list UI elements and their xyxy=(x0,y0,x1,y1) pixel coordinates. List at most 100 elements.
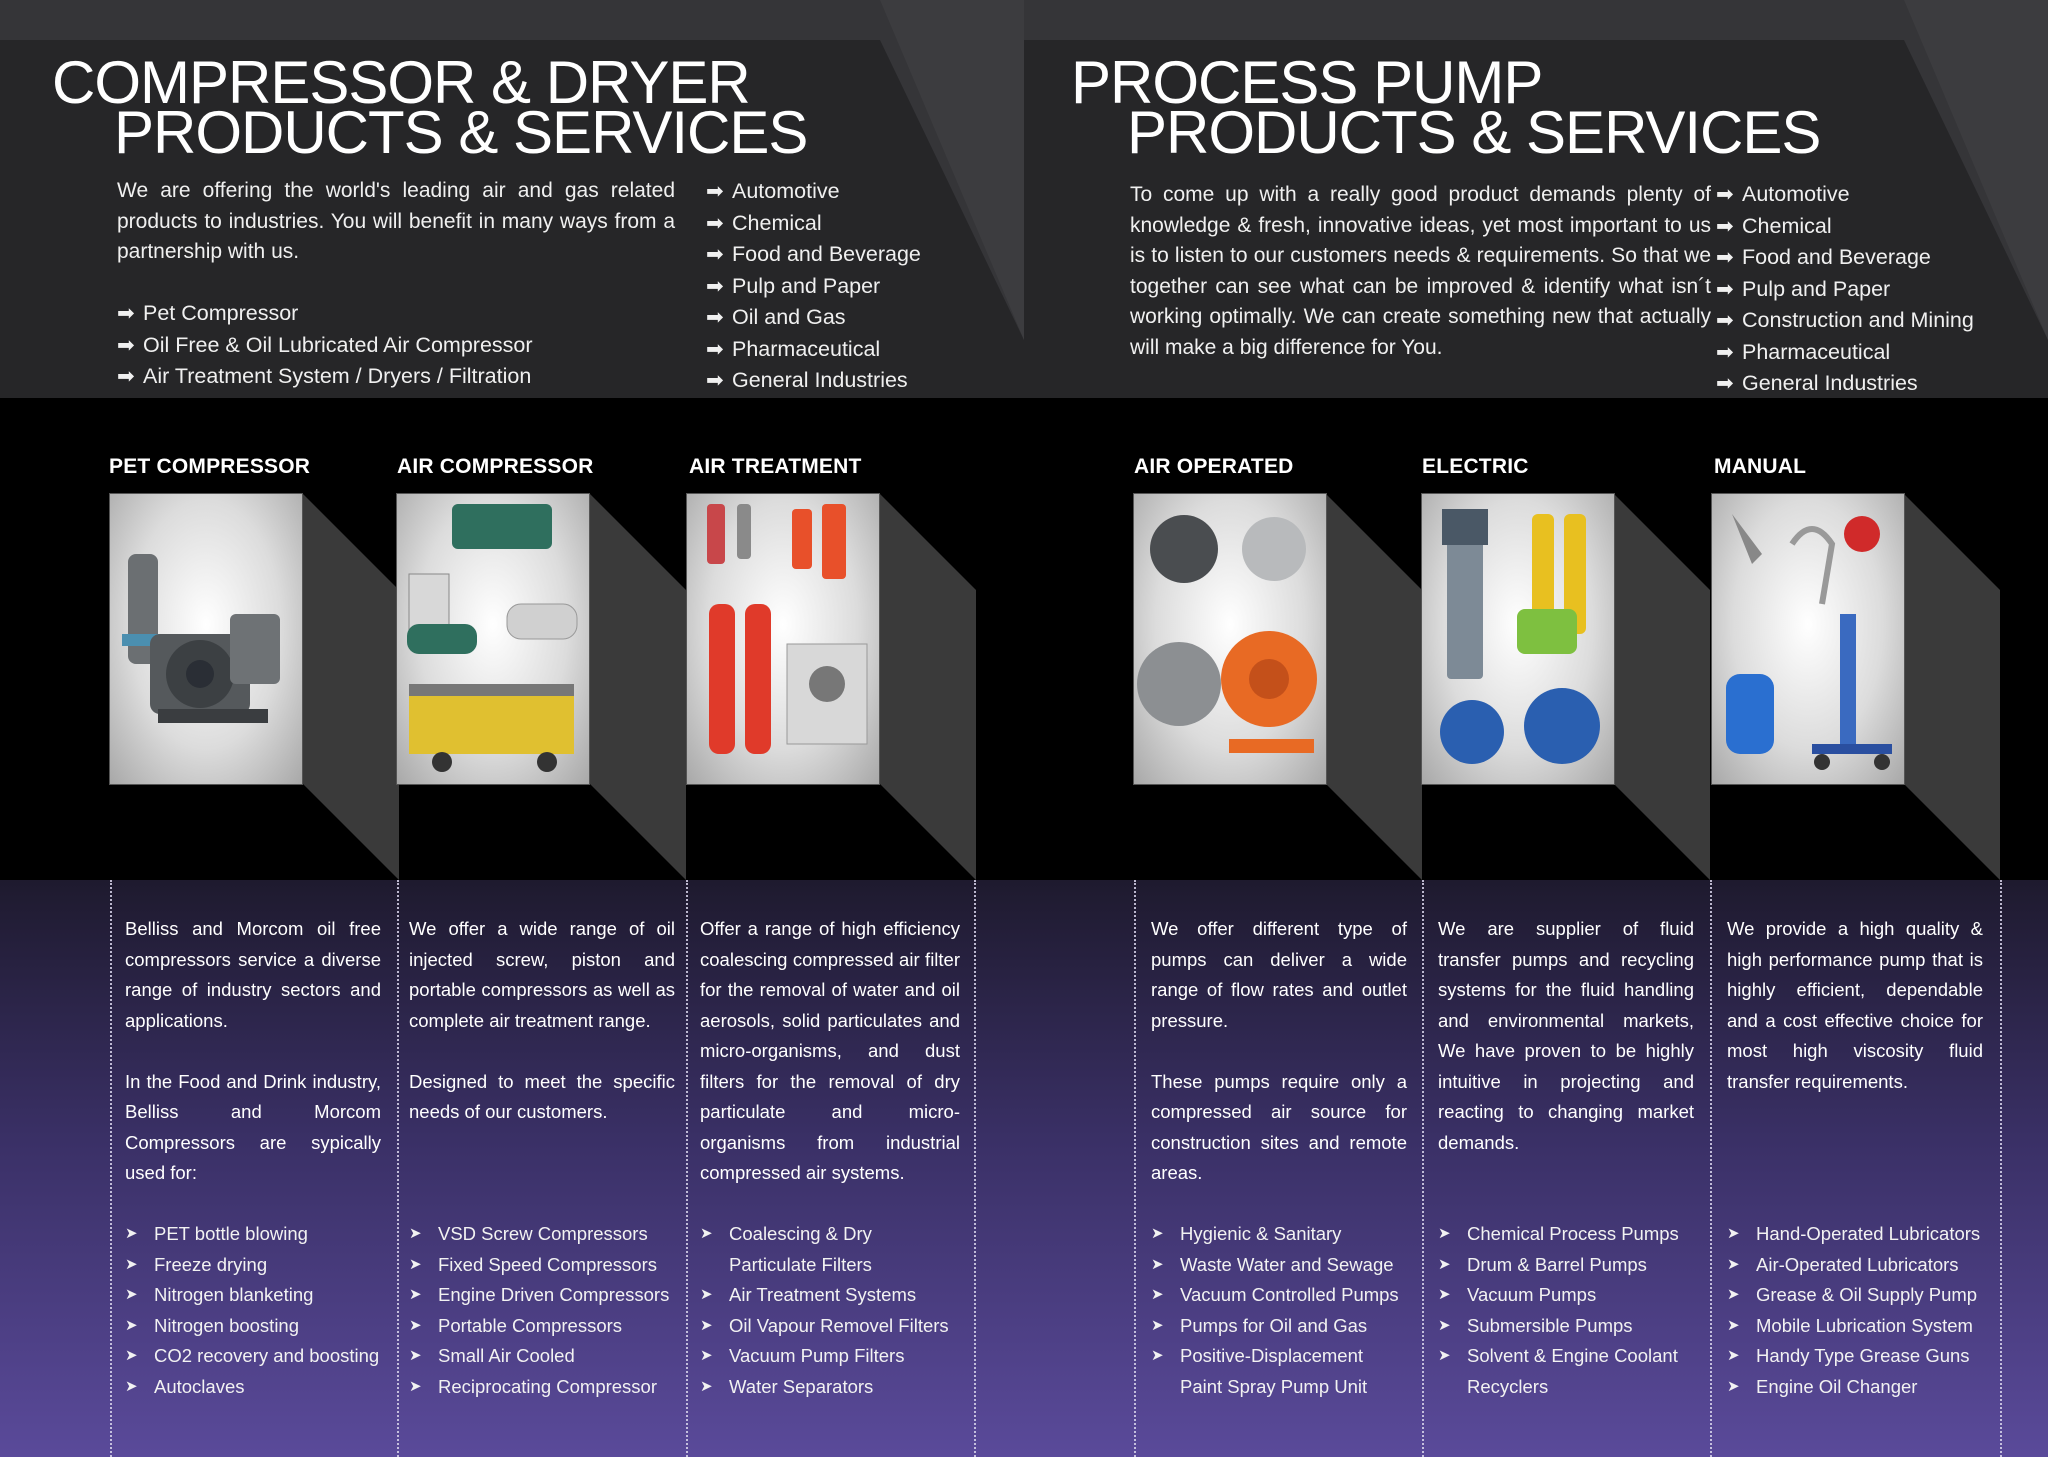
arrow-icon: ➡ xyxy=(1716,340,1734,364)
list-item: ➤Handy Type Grease Guns xyxy=(1727,1341,1980,1372)
column-divider xyxy=(110,880,112,1457)
card-title-air-compressor: AIR COMPRESSOR xyxy=(397,455,594,478)
bullet-arrow-icon: ➤ xyxy=(125,1255,138,1273)
arrow-icon: ➡ xyxy=(117,365,135,388)
list-item: ➤Freeze drying xyxy=(125,1250,379,1281)
photo-shadow xyxy=(1326,494,1422,880)
details-band xyxy=(0,880,1024,1457)
product-item: ➡Pet Compressor xyxy=(117,298,533,330)
pet-compressor-description: Belliss and Morcom oil free compressors … xyxy=(125,914,381,1219)
bullet-arrow-icon: ➤ xyxy=(125,1377,138,1395)
description-paragraph: In the Food and Drink industry, Belliss … xyxy=(125,1070,381,1184)
heading-line-2: PRODUCTS & SERVICES xyxy=(114,99,808,166)
list-item: ➤Waste Water and Sewage xyxy=(1151,1250,1399,1281)
arrow-icon: ➡ xyxy=(706,211,724,235)
description-paragraph: Belliss and Morcom oil free compressors … xyxy=(125,918,381,1031)
column-divider xyxy=(974,880,976,1457)
industry-item: ➡Construction and Mining xyxy=(1716,305,1974,337)
list-item: ➤Mobile Lubrication System xyxy=(1727,1311,1980,1342)
electric-pump-icon xyxy=(1440,509,1600,764)
description-paragraph: Designed to meet the specific needs of o… xyxy=(409,1070,675,1123)
card-title-electric: ELECTRIC xyxy=(1422,455,1529,478)
intro-text: We are offering the world's leading air … xyxy=(117,179,675,263)
air-compressor-photo xyxy=(397,494,589,784)
industry-item: ➡Chemical xyxy=(706,208,921,240)
list-item: ➤Pumps for Oil and Gas xyxy=(1151,1311,1399,1342)
list-item: ➤Chemical Process Pumps xyxy=(1438,1219,1697,1250)
list-item: ➤Vacuum Pumps xyxy=(1438,1280,1697,1311)
column-divider xyxy=(397,880,399,1457)
list-item: ➤Hygienic & Sanitary xyxy=(1151,1219,1399,1250)
industry-item: ➡Oil and Gas xyxy=(706,302,921,334)
list-item: ➤Engine Oil Changer xyxy=(1727,1372,1980,1403)
bullet-arrow-icon: ➤ xyxy=(1151,1225,1164,1242)
description-paragraph: These pumps require only a compressed ai… xyxy=(1151,1070,1407,1184)
details-band xyxy=(1024,880,2048,1457)
industry-item: ➡General Industries xyxy=(706,365,921,397)
list-item: ➤PET bottle blowing xyxy=(125,1219,379,1250)
arrow-icon: ➡ xyxy=(1716,183,1734,206)
arrow-icon: ➡ xyxy=(117,333,135,357)
arrow-icon: ➡ xyxy=(1716,246,1734,269)
diaphragm-pump-icon xyxy=(1137,515,1317,753)
compressor-machine-icon xyxy=(122,554,280,723)
list-item: ➤Drum & Barrel Pumps xyxy=(1438,1250,1697,1281)
bullet-arrow-icon: ➤ xyxy=(409,1286,422,1303)
industry-list: ➡Automotive ➡Chemical ➡Food and Beverage… xyxy=(1716,179,1974,400)
bullet-arrow-icon: ➤ xyxy=(1438,1347,1451,1364)
column-divider xyxy=(1134,880,1136,1457)
header-band xyxy=(0,0,1024,398)
industry-item: ➡Automotive xyxy=(1716,179,1974,211)
arrow-icon: ➡ xyxy=(1716,309,1734,332)
list-item: ➤Portable Compressors xyxy=(409,1311,669,1342)
card-title-pet-compressor: PET COMPRESSOR xyxy=(109,455,311,478)
hand-pump-icon xyxy=(1726,514,1892,770)
photo-shadow xyxy=(590,494,686,880)
photo-shadow xyxy=(880,494,976,880)
bullet-arrow-icon: ➤ xyxy=(1151,1255,1164,1273)
bullet-arrow-icon: ➤ xyxy=(1151,1347,1164,1364)
electric-pump-types: ➤Chemical Process Pumps ➤Drum & Barrel P… xyxy=(1438,1219,1697,1402)
list-item: ➤Vacuum Pump Filters xyxy=(700,1341,949,1372)
compressor-panel: COMPRESSOR & DRYER PRODUCTS & SERVICES W… xyxy=(0,0,1024,1457)
pet-compressor-applications: ➤PET bottle blowing ➤Freeze drying ➤Nitr… xyxy=(125,1219,379,1402)
description-paragraph: We offer different type of pumps can del… xyxy=(1151,918,1407,1031)
bullet-arrow-icon: ➤ xyxy=(1727,1377,1740,1395)
industry-item: ➡General Industries xyxy=(1716,368,1974,400)
arrow-icon: ➡ xyxy=(706,243,724,266)
description-paragraph: We offer a wide range of oil injected sc… xyxy=(409,918,675,1031)
list-item: ➤Air Treatment Systems xyxy=(700,1280,949,1311)
air-operated-pump-photo xyxy=(1134,494,1326,784)
list-item: ➤Solvent & Engine Coolant Recyclers xyxy=(1438,1341,1697,1402)
industry-item: ➡Pharmaceutical xyxy=(706,334,921,366)
list-item: ➤Nitrogen boosting xyxy=(125,1311,379,1342)
column-divider xyxy=(2000,880,2002,1457)
product-item: ➡Air Treatment System / Dryers / Filtrat… xyxy=(117,361,533,393)
product-list: ➡Pet Compressor ➡Oil Free & Oil Lubricat… xyxy=(117,298,533,393)
industry-item: ➡Pulp and Paper xyxy=(1716,274,1974,306)
description-paragraph: We provide a high quality & high perform… xyxy=(1727,918,1983,1092)
list-item: ➤Grease & Oil Supply Pump xyxy=(1727,1280,1980,1311)
arrow-icon: ➡ xyxy=(706,306,724,329)
column-divider xyxy=(1710,880,1712,1457)
arrow-icon: ➡ xyxy=(706,274,724,298)
column-divider xyxy=(1422,880,1424,1457)
photo-shadow xyxy=(1904,494,2000,880)
filter-dryer-icon xyxy=(707,504,868,754)
bullet-arrow-icon: ➤ xyxy=(409,1347,422,1364)
description-paragraph: Offer a range of high efficiency coalesc… xyxy=(700,918,960,1183)
bullet-arrow-icon: ➤ xyxy=(409,1255,422,1273)
list-item: ➤Autoclaves xyxy=(125,1372,379,1403)
pet-compressor-photo xyxy=(110,494,302,784)
industry-list: ➡Automotive ➡Chemical ➡Food and Beverage… xyxy=(706,176,921,397)
bullet-arrow-icon: ➤ xyxy=(1438,1286,1451,1303)
list-item: ➤Air-Operated Lubricators xyxy=(1727,1250,1980,1281)
photo-shadow xyxy=(303,494,399,880)
list-item: ➤Engine Driven Compressors xyxy=(409,1280,669,1311)
arrow-icon: ➡ xyxy=(1716,372,1734,395)
manual-pump-types: ➤Hand-Operated Lubricators ➤Air-Operated… xyxy=(1727,1219,1980,1402)
air-compressor-types: ➤VSD Screw Compressors ➤Fixed Speed Comp… xyxy=(409,1219,669,1402)
bullet-arrow-icon: ➤ xyxy=(409,1377,422,1395)
air-treatment-types: ➤Coalescing & Dry Particulate Filters ➤A… xyxy=(700,1219,949,1402)
air-compressor-description: We offer a wide range of oil injected sc… xyxy=(409,914,675,1158)
